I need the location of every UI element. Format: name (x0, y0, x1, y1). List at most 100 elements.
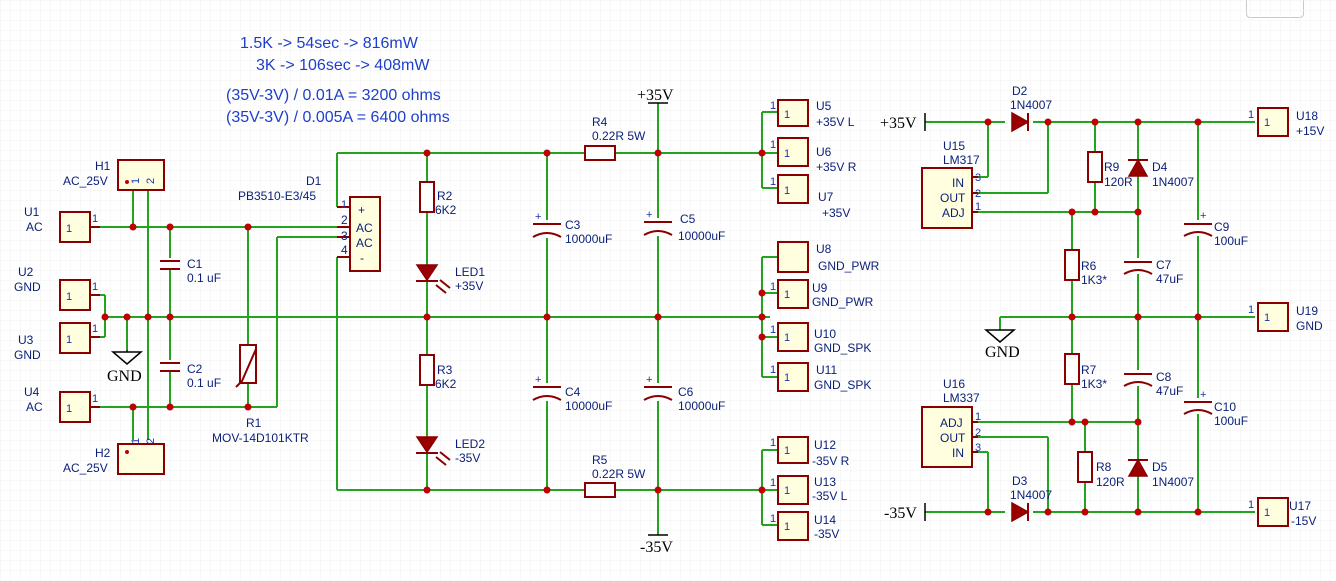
connector-u14[interactable]: 1 1 U14 -35V (770, 511, 839, 541)
svg-text:1: 1 (770, 477, 776, 489)
svg-text:+: + (358, 203, 365, 217)
capacitor-c2[interactable]: C2 0.1 uF (160, 360, 221, 390)
connector-u11[interactable]: 1 1 U11 GND_SPK (770, 362, 871, 392)
connector-u4[interactable]: 1 1 U4 AC (24, 385, 100, 423)
resistor-r2[interactable]: R2 6K2 (419, 181, 457, 217)
svg-text:1: 1 (770, 324, 776, 336)
led-led2[interactable]: LED2 -35V (415, 436, 485, 466)
svg-text:C4: C4 (565, 385, 581, 399)
svg-text:47uF: 47uF (1156, 272, 1183, 286)
resistor-r3[interactable]: R3 6K2 (419, 354, 457, 391)
svg-text:-35V: -35V (455, 451, 480, 465)
capacitor-c8[interactable]: C8 47uF (1123, 370, 1183, 398)
varistor-r1[interactable]: R1 MOV-14D101KTR (212, 344, 309, 445)
connector-u6[interactable]: 1 1 U6 +35V R (770, 137, 857, 174)
bridge-d1[interactable]: 1 2 3 4 + AC AC - D1 PB3510-E3/45 (238, 174, 381, 272)
connector-u1[interactable]: 1 1 U1 AC (24, 205, 100, 243)
power-plus35-right: +35V (880, 113, 926, 132)
resistor-r4[interactable]: R4 0.22R 5W (584, 115, 646, 161)
connector-u3[interactable]: 1 1 U3 GND (14, 322, 100, 362)
resistor-r8[interactable]: R8 120R (1077, 451, 1125, 489)
diode-d3[interactable]: D3 1N4007 (1010, 474, 1052, 523)
svg-text:-15V: -15V (1291, 514, 1316, 528)
svg-text:1: 1 (770, 513, 776, 525)
capacitor-c1[interactable]: C1 0.1 uF (160, 257, 221, 285)
svg-text:1K3*: 1K3* (1081, 273, 1107, 287)
svg-text:+35V: +35V (637, 87, 674, 104)
svg-text:+: + (535, 211, 541, 223)
svg-text:1: 1 (92, 393, 98, 405)
power-minus35-right: -35V (884, 503, 926, 522)
header-h2[interactable]: 1 2 H2 AC_25V (63, 438, 165, 475)
connector-u9[interactable]: 1 1 U9 GND_PWR (770, 279, 874, 309)
u1-net: AC (26, 220, 43, 234)
svg-text:1: 1 (341, 199, 347, 211)
svg-text:GND_PWR: GND_PWR (818, 259, 880, 273)
regulator-u15[interactable]: IN OUT ADJ 3 2 1 U15 LM317 (921, 139, 981, 229)
power-plus35-top: +35V (637, 87, 674, 104)
svg-text:1: 1 (784, 445, 790, 457)
svg-text:R5: R5 (592, 453, 608, 467)
connector-u12[interactable]: 1 1 U12 -35V R (770, 436, 850, 468)
svg-text:R4: R4 (592, 115, 608, 129)
capacitor-c6[interactable]: + C6 10000uF (643, 374, 725, 413)
svg-text:U8: U8 (816, 242, 832, 256)
header-h1[interactable]: 1 2 H1 AC_25V (63, 159, 165, 191)
resistor-r9[interactable]: R9 120R (1087, 151, 1133, 189)
svg-text:OUT: OUT (940, 191, 966, 205)
resistor-r5[interactable]: R5 0.22R 5W (584, 453, 646, 498)
connector-u17[interactable]: 1 1 U17 -15V (1248, 497, 1316, 528)
svg-text:1: 1 (770, 281, 776, 293)
svg-text:6K2: 6K2 (435, 203, 457, 217)
svg-text:U18: U18 (1296, 109, 1318, 123)
svg-text:ADJ: ADJ (942, 206, 965, 220)
svg-text:1: 1 (92, 281, 98, 293)
connector-u5[interactable]: 1 1 U5 +35V L (770, 99, 855, 129)
svg-text:U17: U17 (1289, 499, 1311, 513)
svg-text:1: 1 (66, 403, 72, 415)
diode-d4[interactable]: D4 1N4007 (1127, 158, 1194, 189)
svg-text:+35V R: +35V R (816, 160, 857, 174)
svg-text:U7: U7 (818, 190, 834, 204)
svg-text:D1: D1 (306, 174, 322, 188)
connector-u8[interactable]: U8 GND_PWR (777, 241, 880, 273)
diode-d2[interactable]: D2 1N4007 (1010, 84, 1052, 133)
svg-text:U14: U14 (814, 513, 836, 527)
svg-text:U6: U6 (816, 145, 832, 159)
capacitor-c3[interactable]: + C3 10000uF (532, 211, 612, 246)
svg-text:1: 1 (1248, 109, 1254, 121)
svg-text:+: + (646, 209, 652, 221)
connector-u10[interactable]: 1 1 U10 GND_SPK (770, 322, 871, 355)
svg-text:1K3*: 1K3* (1081, 377, 1107, 391)
resistor-r7[interactable]: R7 1K3* (1064, 353, 1107, 391)
svg-text:D3: D3 (1012, 474, 1028, 488)
u2-net: GND (14, 280, 41, 294)
svg-text:1: 1 (784, 485, 790, 497)
regulator-u16[interactable]: ADJ OUT IN 1 2 3 U16 LM337 (921, 377, 981, 468)
capacitor-c7[interactable]: C7 47uF (1123, 258, 1183, 286)
svg-text:R8: R8 (1096, 460, 1112, 474)
power-minus35-bottom: -35V (640, 534, 673, 556)
capacitor-c4[interactable]: + C4 10000uF (532, 374, 612, 413)
svg-text:1: 1 (1264, 117, 1270, 129)
capacitor-c9[interactable]: + C9 100uF (1183, 210, 1248, 248)
svg-text:+35V L: +35V L (816, 115, 855, 129)
connector-u2[interactable]: 1 1 U2 GND (14, 265, 100, 311)
connector-u19[interactable]: 1 1 U19 GND (1248, 302, 1323, 333)
connector-u7[interactable]: 1 1 U7 +35V (770, 174, 850, 220)
svg-text:C2: C2 (187, 362, 203, 376)
connector-u18[interactable]: 1 1 U18 +15V (1248, 107, 1324, 138)
svg-text:+: + (646, 374, 652, 386)
resistor-r6[interactable]: R6 1K3* (1064, 249, 1107, 287)
svg-text:1: 1 (1264, 312, 1270, 324)
svg-text:0.22R 5W: 0.22R 5W (592, 467, 646, 481)
connector-u13[interactable]: 1 1 U13 -35V L (770, 475, 848, 505)
svg-text:LM317: LM317 (943, 153, 980, 167)
capacitor-c10[interactable]: + C10 100uF (1183, 389, 1248, 428)
capacitor-c5[interactable]: + C5 10000uF (643, 209, 725, 243)
svg-text:3: 3 (975, 442, 981, 454)
svg-text:LED2: LED2 (455, 437, 485, 451)
led-led1[interactable]: LED1 +35V (415, 264, 485, 294)
diode-d5[interactable]: D5 1N4007 (1127, 458, 1194, 489)
